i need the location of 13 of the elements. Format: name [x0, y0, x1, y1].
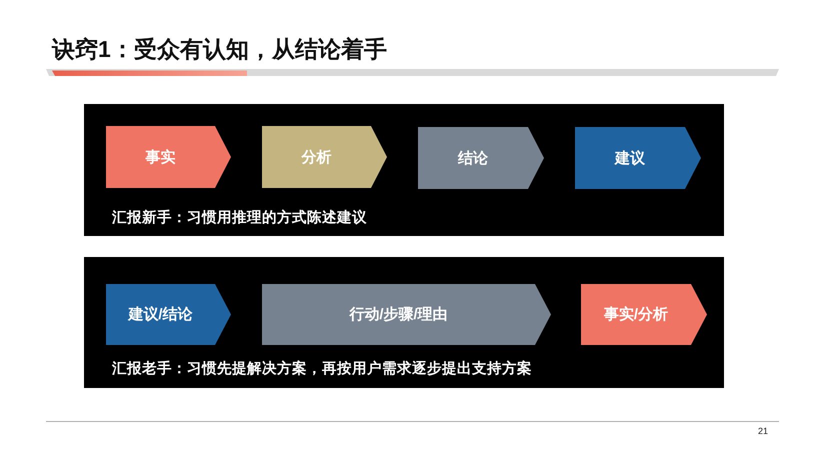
- caption-text: 汇报老手：习惯先提解决方案，再按用户需求逐步提出支持方案: [112, 360, 532, 378]
- panel: [84, 104, 724, 236]
- process-step: 事实: [106, 126, 231, 188]
- process-step: 分析: [262, 126, 387, 188]
- caption-text: 汇报新手：习惯用推理的方式陈述建议: [112, 209, 367, 227]
- slide-title: 诀窍1：受众有认知，从结论着手: [52, 35, 387, 64]
- process-step: 事实/分析: [581, 284, 707, 345]
- process-step: 建议: [575, 127, 701, 189]
- process-step: 行动/步骤/理由: [262, 284, 551, 345]
- process-step: 建议/结论: [106, 284, 231, 345]
- page-number: 21: [758, 426, 768, 437]
- process-step: 结论: [418, 127, 544, 189]
- panel: [84, 257, 724, 388]
